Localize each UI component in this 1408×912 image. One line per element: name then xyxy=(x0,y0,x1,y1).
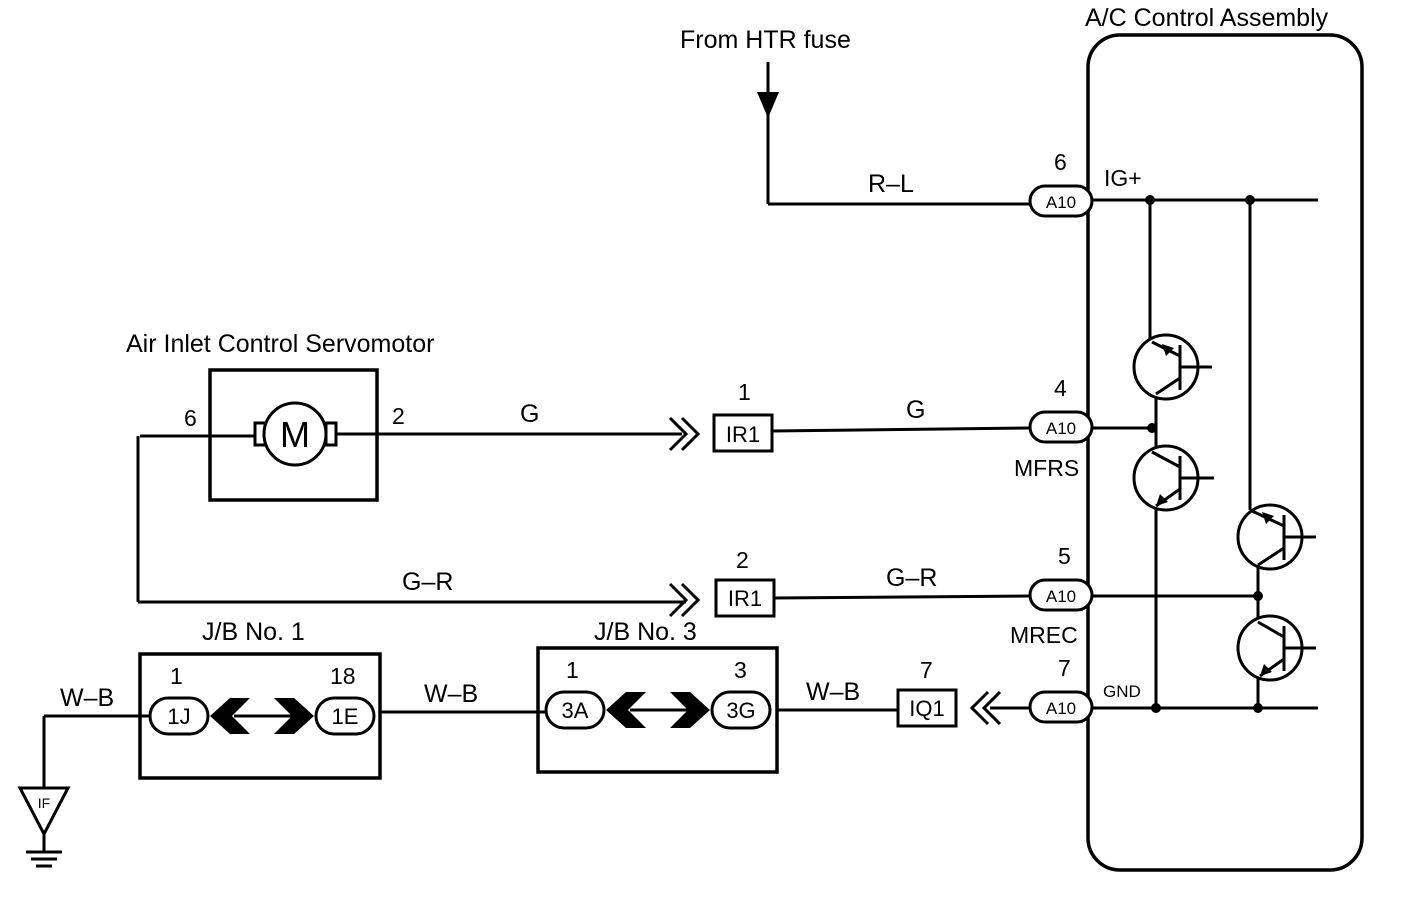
transistor-1 xyxy=(1132,333,1212,401)
signal-label: IG+ xyxy=(1104,165,1142,191)
connector-oval xyxy=(1028,184,1094,218)
signal-label: GND xyxy=(1103,682,1141,701)
wire-color-label: W–B xyxy=(424,680,478,708)
jb-arrow-left-icon xyxy=(606,692,646,728)
pin-number: 2 xyxy=(736,547,749,573)
pin-number: 5 xyxy=(1058,543,1071,569)
ir1-connector-a xyxy=(712,413,774,453)
jb-arrow-left-icon xyxy=(210,698,250,734)
iq1-connector xyxy=(896,688,958,728)
connector-label: 1E xyxy=(332,704,359,729)
wire-color-label: G xyxy=(906,396,925,424)
ac-assembly-outline xyxy=(1086,33,1364,872)
pin-number: 4 xyxy=(1054,375,1067,401)
jb3-label: J/B No. 3 xyxy=(594,618,697,646)
junction-dot xyxy=(1151,703,1161,713)
connector-label: A10 xyxy=(1046,587,1076,606)
ac-pin-4: 4 A10 MFRS xyxy=(1014,375,1094,481)
transistor-2 xyxy=(1132,444,1214,512)
jb3-connector-3g xyxy=(710,690,772,730)
servomotor-label: Air Inlet Control Servomotor xyxy=(126,330,434,358)
ac-control-assembly: A/C Control Assembly xyxy=(1010,4,1364,872)
wire-color-label: G xyxy=(520,400,539,428)
arrow-down-icon xyxy=(757,92,779,118)
gr-circuit: G–R 2 IR1 G–R xyxy=(136,436,1031,618)
wire-color-label: W–B xyxy=(806,678,860,706)
motor-symbol: M xyxy=(280,414,310,455)
signal-label: MREC xyxy=(1010,622,1078,648)
signal-label: MFRS xyxy=(1014,455,1079,481)
motor-icon xyxy=(262,401,328,467)
ac-pin-6: 6 A10 IG+ xyxy=(1028,149,1142,218)
jb1-connector-1e xyxy=(314,696,376,736)
transistor-3 xyxy=(1236,503,1316,571)
connector-oval xyxy=(1028,578,1094,612)
plug-chevron-icon xyxy=(680,416,701,452)
ground-circuit: 7 IQ1 W–B J/B No. 3 1 3 3A 3G W–B J/B No… xyxy=(17,618,1030,868)
wire-color-label: W–B xyxy=(60,684,114,712)
wire-color-label: G–R xyxy=(886,564,937,592)
fuse-label: From HTR fuse xyxy=(680,26,851,54)
pin-number: 1 xyxy=(170,663,183,689)
plug-chevron-icon xyxy=(680,582,701,618)
transistor-4 xyxy=(1236,614,1316,682)
air-inlet-servomotor: Air Inlet Control Servomotor 6 2 M xyxy=(126,330,682,502)
g-circuit: G 1 IR1 G xyxy=(520,379,1031,453)
pin-number: 7 xyxy=(1058,655,1071,681)
junction-dot xyxy=(1253,591,1263,601)
jb3-connector-3a xyxy=(544,690,606,730)
pin-number: 7 xyxy=(920,657,933,683)
ac-assembly-title: A/C Control Assembly xyxy=(1085,4,1329,32)
pin-number: 2 xyxy=(392,403,405,429)
jb-arrow-right-icon xyxy=(274,698,314,734)
ir1-connector-b xyxy=(714,578,776,618)
pin-number: 6 xyxy=(1054,149,1067,175)
connector-label: A10 xyxy=(1046,193,1076,212)
connector-label: 3G xyxy=(726,698,755,723)
pin-number: 6 xyxy=(184,405,197,431)
ac-pin-7: 7 A10 GND xyxy=(1028,655,1141,724)
connector-label: IR1 xyxy=(728,586,762,611)
plug-chevron-icon xyxy=(668,582,689,618)
connector-label: A10 xyxy=(1046,419,1076,438)
junction-dot xyxy=(1245,195,1255,205)
connector-label: 3A xyxy=(562,698,589,723)
pin-number: 1 xyxy=(738,379,751,405)
pin-number: 18 xyxy=(330,663,356,689)
htr-fuse-feed: From HTR fuse R–L xyxy=(680,26,1030,206)
wire-color-label: G–R xyxy=(402,568,453,596)
connector-label: IQ1 xyxy=(909,696,944,721)
plug-chevron-icon xyxy=(668,416,689,452)
gr-wire-2 xyxy=(773,594,1031,600)
ground-label: IF xyxy=(38,795,50,811)
ac-pin-5: 5 A10 MREC xyxy=(1010,543,1094,648)
connector-oval xyxy=(1028,410,1094,444)
ground-point-icon xyxy=(17,786,71,838)
jb-arrow-right-icon xyxy=(670,692,710,728)
pin-number: 3 xyxy=(734,657,747,683)
connector-label: IR1 xyxy=(726,422,760,447)
connector-label: 1J xyxy=(167,704,190,729)
plug-chevron-icon xyxy=(981,690,1002,726)
connector-label: A10 xyxy=(1046,699,1076,718)
junction-dot xyxy=(1253,703,1263,713)
junction-dot xyxy=(1145,195,1155,205)
wire-color-label: R–L xyxy=(868,170,914,198)
plug-chevron-icon xyxy=(969,690,990,726)
g-wire xyxy=(771,426,1031,433)
jb1-label: J/B No. 1 xyxy=(202,618,305,646)
pin-number: 1 xyxy=(566,657,579,683)
junction-dot xyxy=(1147,423,1157,433)
